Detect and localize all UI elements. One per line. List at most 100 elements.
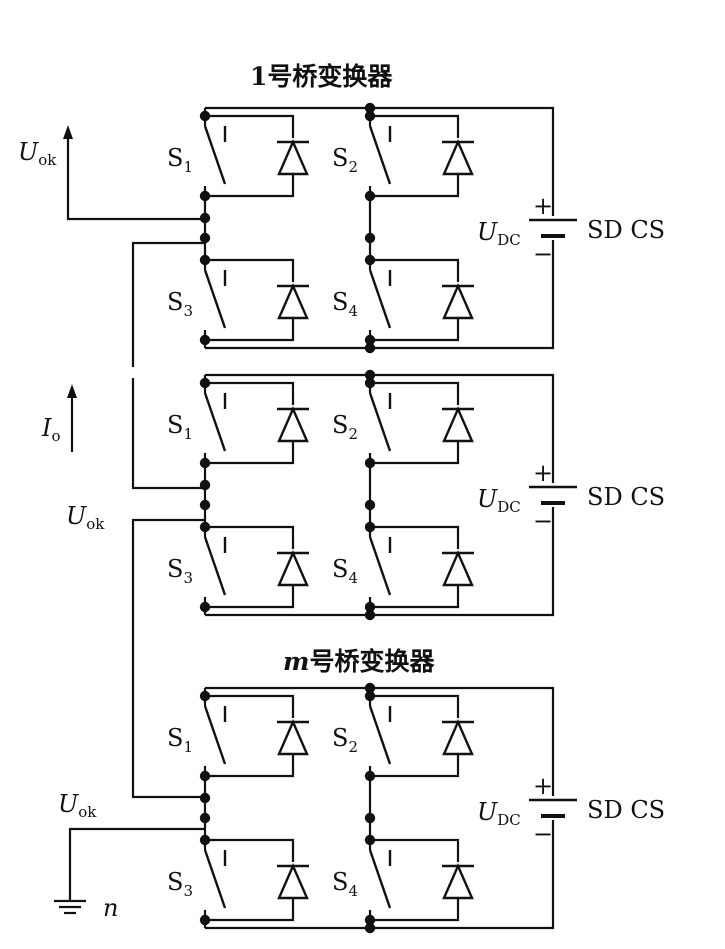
output-voltage-label-top: Uok bbox=[18, 138, 57, 169]
switch-S3: S3 bbox=[167, 254, 309, 346]
node-dot bbox=[364, 369, 376, 381]
switch-label: S3 bbox=[167, 288, 193, 320]
dc-plus-label: + bbox=[533, 459, 553, 487]
switch-label: S4 bbox=[332, 555, 358, 587]
dc-positive-rail bbox=[205, 106, 555, 216]
switch-label: S4 bbox=[332, 868, 358, 900]
switch-wire bbox=[370, 114, 460, 138]
node-dot bbox=[364, 499, 376, 511]
node-dot bbox=[199, 812, 211, 824]
dc-plus-label: + bbox=[533, 192, 553, 220]
switch-label: S1 bbox=[167, 144, 193, 176]
switch-wire bbox=[370, 174, 460, 198]
diode-icon bbox=[442, 406, 474, 443]
switch-blade bbox=[368, 269, 392, 329]
switch-wire bbox=[370, 381, 460, 405]
switch-wire bbox=[370, 838, 460, 862]
diode-icon bbox=[442, 283, 474, 320]
switch-blade bbox=[203, 269, 227, 329]
bridge-m-title-text: 号桥变换器 bbox=[309, 647, 435, 676]
switch-wire bbox=[370, 585, 460, 609]
dc-negative-rail bbox=[205, 507, 555, 617]
switch-wire bbox=[205, 381, 295, 405]
switch-blade bbox=[368, 705, 392, 765]
switch-S1: S1 bbox=[167, 377, 309, 469]
diode-icon bbox=[442, 139, 474, 176]
dc-negative-rail bbox=[205, 820, 555, 930]
ground-icon bbox=[54, 899, 86, 915]
dc-positive-rail bbox=[205, 686, 555, 796]
node-dot bbox=[364, 812, 376, 824]
cascade-wire-3 bbox=[131, 518, 205, 799]
dc-source-name: SD CS bbox=[587, 216, 665, 244]
bridge-1-title: 1号桥变换器 bbox=[250, 62, 393, 91]
output-voltage-wire-top bbox=[66, 135, 205, 221]
dc-source-name: SD CS bbox=[587, 796, 665, 824]
switch-blade bbox=[368, 392, 392, 452]
switch-blade bbox=[203, 849, 227, 909]
dc-voltage-label: UDC bbox=[477, 485, 521, 516]
switch-label: S1 bbox=[167, 724, 193, 756]
diode-icon bbox=[442, 550, 474, 587]
switch-wire bbox=[205, 898, 295, 922]
ground-wire bbox=[68, 827, 205, 900]
cascade-wire-1 bbox=[131, 241, 205, 367]
switch-S1: S1 bbox=[167, 690, 309, 782]
switch-wire bbox=[370, 694, 460, 718]
switch-wire bbox=[370, 898, 460, 922]
bridge-m-title: m号桥变换器 bbox=[283, 647, 435, 676]
diode-icon bbox=[442, 719, 474, 756]
switch-label: S2 bbox=[332, 411, 358, 443]
node-dot bbox=[199, 792, 211, 804]
diode-icon bbox=[277, 863, 309, 900]
switch-S2: S2 bbox=[332, 110, 474, 202]
node-dot bbox=[199, 232, 211, 244]
switch-S4: S4 bbox=[332, 834, 474, 926]
switch-wire bbox=[370, 525, 460, 549]
switch-label: S1 bbox=[167, 411, 193, 443]
switch-blade bbox=[368, 125, 392, 185]
switch-label: S4 bbox=[332, 288, 358, 320]
switch-S4: S4 bbox=[332, 521, 474, 613]
node-dot bbox=[364, 232, 376, 244]
diode-icon bbox=[442, 863, 474, 900]
output-voltage-label-bottom: Uok bbox=[58, 790, 97, 821]
switch-wire bbox=[205, 585, 295, 609]
switch-wire bbox=[205, 525, 295, 549]
switch-label: S3 bbox=[167, 555, 193, 587]
node-dot bbox=[199, 212, 211, 224]
switch-S3: S3 bbox=[167, 521, 309, 613]
diode-icon bbox=[277, 719, 309, 756]
diode-icon bbox=[277, 283, 309, 320]
output-voltage-arrowhead bbox=[63, 125, 73, 139]
node-dot bbox=[364, 682, 376, 694]
current-label: Io bbox=[41, 414, 61, 445]
switch-wire bbox=[205, 318, 295, 342]
cascade-wire-2 bbox=[131, 378, 205, 490]
dc-voltage-label: UDC bbox=[477, 798, 521, 829]
switch-S1: S1 bbox=[167, 110, 309, 202]
dc-source-name: SD CS bbox=[587, 483, 665, 511]
switch-blade bbox=[203, 125, 227, 185]
node-dot bbox=[364, 342, 376, 354]
external-wiring bbox=[54, 125, 205, 915]
switch-wire bbox=[205, 441, 295, 465]
dc-voltage-label: UDC bbox=[477, 218, 521, 249]
switch-blade bbox=[368, 536, 392, 596]
switch-wire bbox=[205, 838, 295, 862]
switch-blade bbox=[203, 536, 227, 596]
switch-S2: S2 bbox=[332, 690, 474, 782]
diode-icon bbox=[277, 139, 309, 176]
switch-label: S2 bbox=[332, 144, 358, 176]
switch-wire bbox=[205, 258, 295, 282]
switch-wire bbox=[205, 114, 295, 138]
bridge-m-variable: m bbox=[283, 647, 309, 676]
dc-minus-label: − bbox=[533, 820, 553, 848]
switch-label: S2 bbox=[332, 724, 358, 756]
switch-wire bbox=[370, 318, 460, 342]
switch-wire bbox=[370, 258, 460, 282]
